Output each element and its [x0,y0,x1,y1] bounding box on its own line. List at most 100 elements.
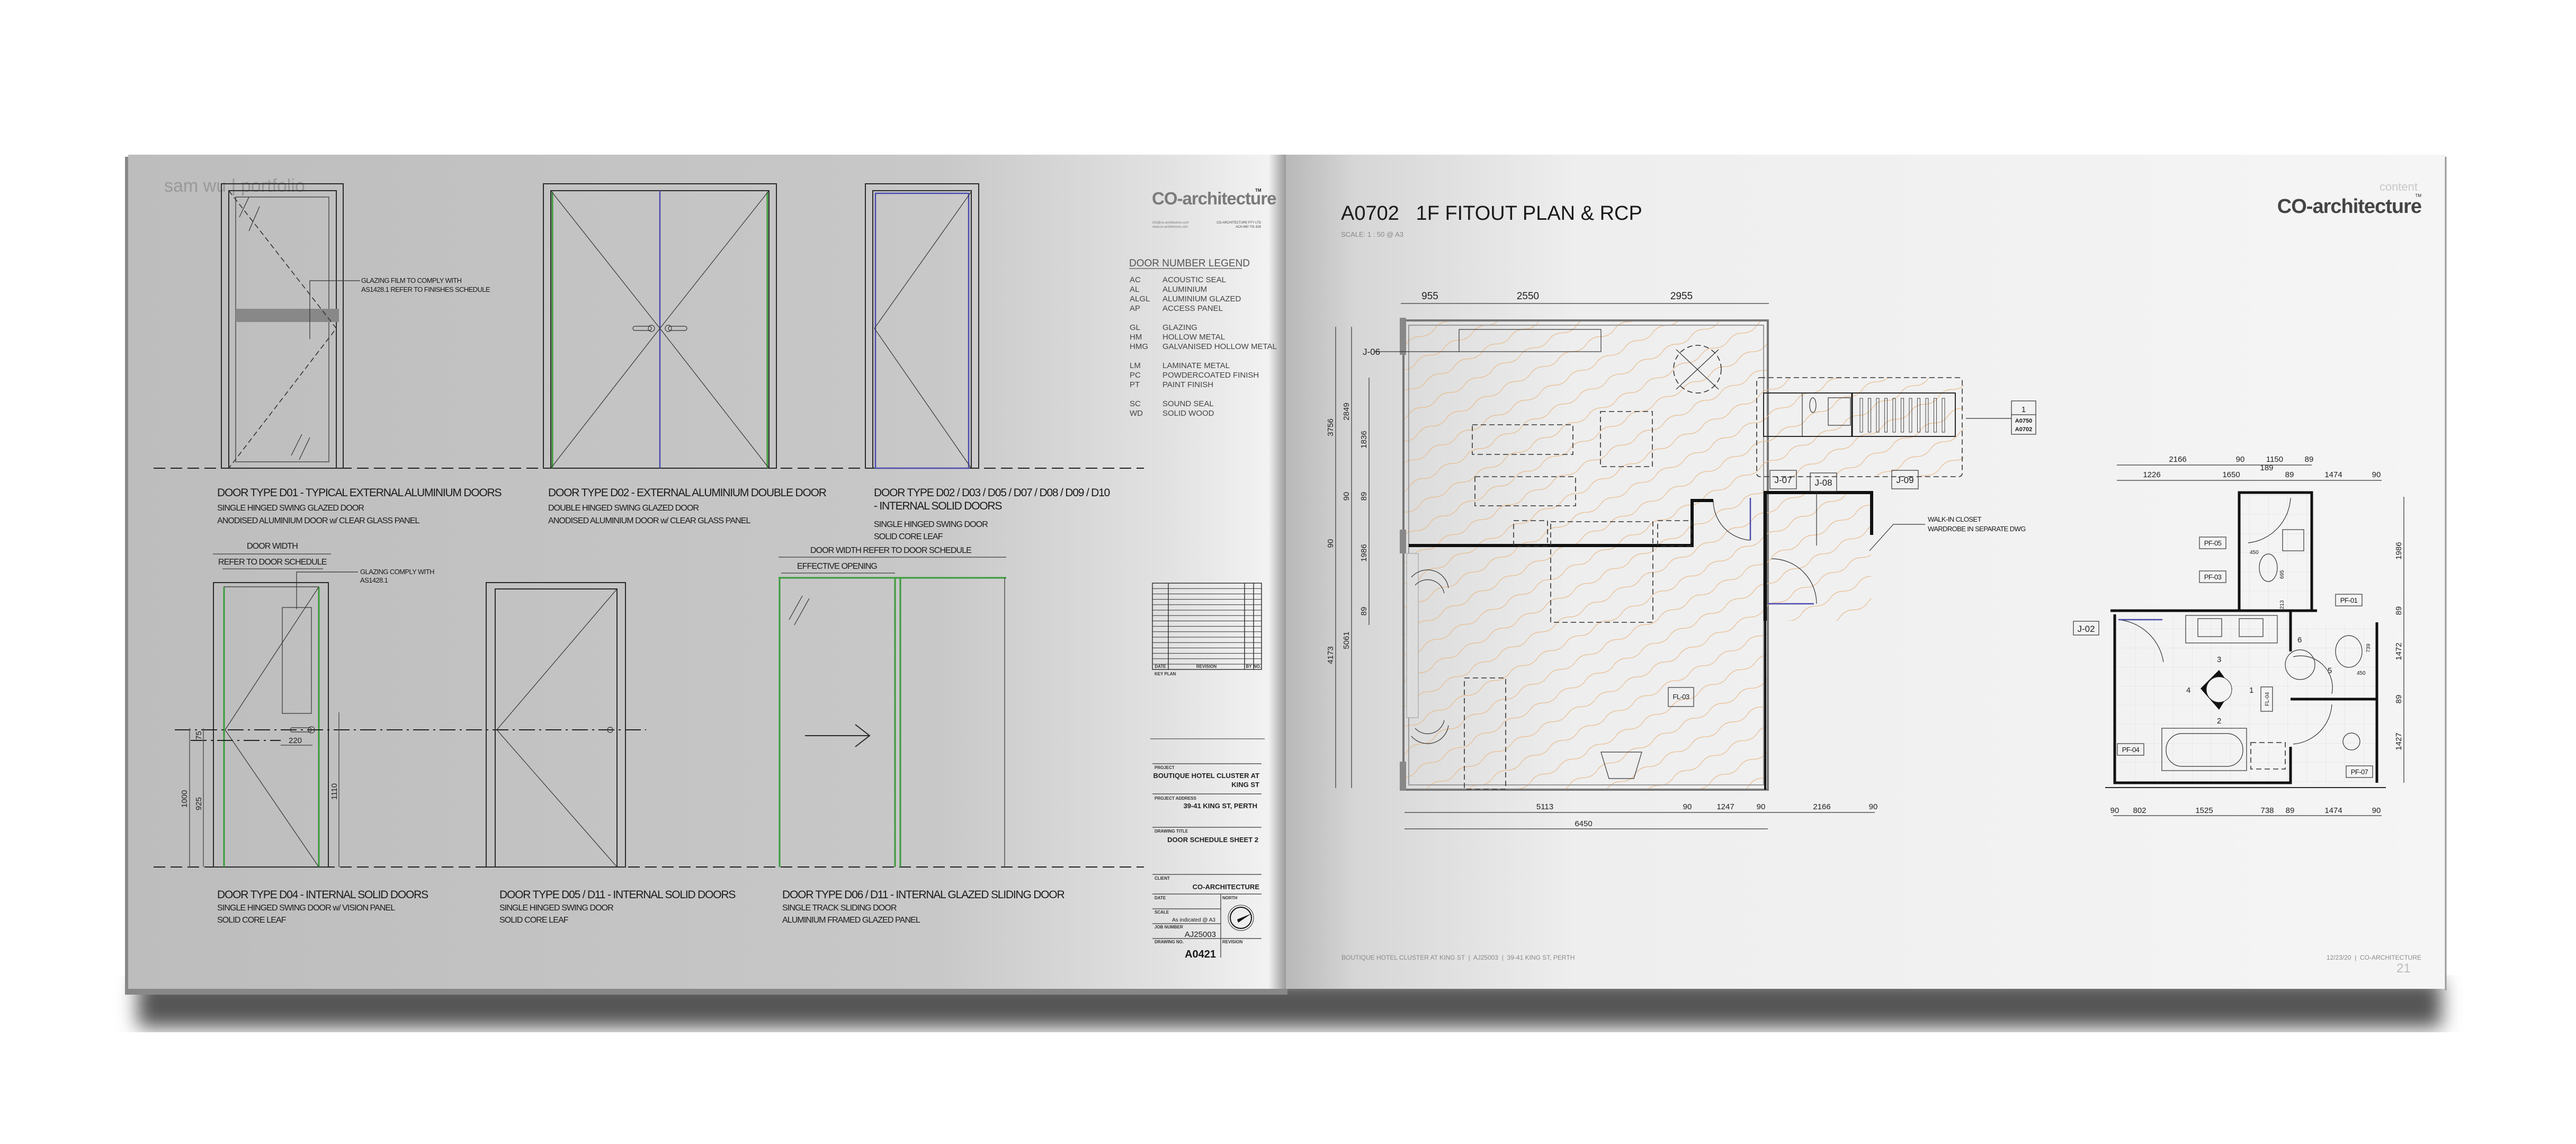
svg-text:A0702: A0702 [2015,426,2032,433]
svg-text:2: 2 [2217,717,2221,726]
svg-text:1: 1 [2022,405,2026,414]
legend-desc: ALUMINIUM GLAZED [1162,294,1241,303]
svg-text:90: 90 [2372,470,2381,479]
svg-text:ANODISED ALUMINIUM DOOR w/ CLE: ANODISED ALUMINIUM DOOR w/ CLEAR GLASS P… [217,516,420,525]
door-caption-d02: DOOR TYPE D02 - EXTERNAL ALUMINIUM DOUBL… [548,487,827,525]
tag-j08: J-08 [1810,472,1837,492]
svg-text:1474: 1474 [2324,470,2342,479]
legend-desc: PAINT FINISH [1162,380,1213,389]
drawing-title: DOOR SCHEDULE SHEET 2 [1167,836,1258,844]
slat [1901,398,1904,433]
svg-text:1836: 1836 [1359,431,1368,448]
svg-text:89: 89 [2394,695,2403,704]
svg-text:89: 89 [1359,607,1368,616]
logo: CO-architecture [1152,189,1276,208]
svg-text:J-08: J-08 [1814,478,1832,488]
svg-text:DOOR TYPE D01 - TYPICAL EXTERN: DOOR TYPE D01 - TYPICAL EXTERNAL ALUMINI… [217,487,502,499]
door-caption-d02-d10: DOOR TYPE D02 / D03 / D05 / D07 / D08 / … [874,487,1111,541]
legend-desc: GLAZING [1162,323,1197,332]
legend-title: DOOR NUMBER LEGEND [1129,258,1250,269]
svg-text:90: 90 [1342,492,1351,501]
svg-text:2955: 2955 [1670,291,1693,302]
legend-desc: POWDERCOATED FINISH [1162,371,1259,380]
svg-text:6: 6 [2297,636,2302,645]
svg-text:3: 3 [2217,655,2221,664]
footer-right: 12/23/20 | CO-ARCHITECTURE [2327,954,2421,961]
svg-text:FL-04: FL-04 [2265,692,2270,707]
brand-logo: CO-architecture [2277,195,2421,218]
door-caption-d01: DOOR TYPE D01 - TYPICAL EXTERNAL ALUMINI… [217,487,503,525]
project-name-2: KING ST [1231,781,1259,789]
slat [1884,398,1888,433]
svg-text:802: 802 [2133,806,2146,815]
legend-desc: ACCESS PANEL [1162,304,1223,313]
svg-text:89: 89 [2394,606,2403,615]
svg-text:NORTH: NORTH [1222,896,1238,900]
svg-text:ANODISED ALUMINIUM DOOR w/ CLE: ANODISED ALUMINIUM DOOR w/ CLEAR GLASS P… [548,516,751,525]
svg-text:DRAWING NO.: DRAWING NO. [1155,940,1184,944]
svg-text:450: 450 [2357,671,2366,676]
legend-code: GL [1130,323,1140,332]
client: CO-ARCHITECTURE [1193,883,1260,891]
contact-web: www.co-architecture.com [1152,226,1188,229]
north-arrow-icon [1228,905,1254,931]
note-glazing-film-1: GLAZING FILM TO COMPLY WITH [361,276,462,284]
svg-text:6450: 6450 [1575,819,1592,828]
door-caption-d04: DOOR TYPE D04 - INTERNAL SOLID DOORS SIN… [217,889,429,925]
svg-text:1: 1 [2249,686,2253,695]
legend-desc: GALVANISED HOLLOW METAL [1162,342,1277,351]
svg-text:2166: 2166 [1813,802,1830,811]
svg-text:1427: 1427 [2394,732,2403,750]
legend-code: SC [1130,399,1141,408]
legend-code: WD [1130,409,1143,418]
tag-j09: J-09 [1891,470,1919,489]
section-marker: 1 A0750 A0702 [1966,400,2036,435]
door-d05-elevation [486,582,626,868]
legend-desc: SOUND SEAL [1162,399,1214,408]
svg-text:PF-01: PF-01 [2340,596,2358,604]
svg-text:DOOR TYPE D04 - INTERNAL SOLID: DOOR TYPE D04 - INTERNAL SOLID DOORS [217,889,428,901]
svg-text:ALUMINIUM FRAMED GLAZED PANEL: ALUMINIUM FRAMED GLAZED PANEL [782,916,920,925]
legend-code: LM [1130,361,1141,370]
door-d02-elevation [543,183,777,469]
svg-text:PROJECT ADDRESS: PROJECT ADDRESS [1155,796,1196,801]
slat [1909,398,1912,433]
legend-code: AP [1130,304,1140,313]
svg-text:J-07: J-07 [1774,475,1792,485]
door-d06-elevation [779,577,1006,867]
svg-text:213: 213 [2279,600,2285,609]
note-door-width-refer: DOOR WIDTH REFER TO DOOR SCHEDULE [810,546,971,555]
svg-text:695: 695 [2279,570,2285,579]
svg-text:- INTERNAL SOLID DOORS: - INTERNAL SOLID DOORS [874,500,1002,512]
svg-text:TM: TM [1255,188,1262,193]
svg-text:90: 90 [1757,802,1766,811]
svg-text:SOLID CORE LEAF: SOLID CORE LEAF [874,532,943,541]
note-glazing-film-2: AS1428.1 REFER TO FINISHES SCHEDULE [361,285,490,293]
trademark: TM [2415,193,2421,198]
svg-text:DATE: DATE [1155,896,1166,900]
svg-text:SINGLE TRACK SLIDING DOOR: SINGLE TRACK SLIDING DOOR [782,904,897,913]
slat [1892,398,1896,433]
title-block: CO-architecture TM info@co-architecture.… [1129,188,1277,960]
svg-text:PF-03: PF-03 [2204,573,2222,581]
dim-d04-925: 925 [194,797,203,810]
footer-left: BOUTIQUE HOTEL CLUSTER AT KING ST | AJ25… [1341,954,1575,961]
svg-text:BY: BY [1246,664,1252,669]
svg-text:1650: 1650 [2222,470,2240,479]
svg-text:REVISION: REVISION [1196,664,1217,669]
svg-text:1150: 1150 [2266,455,2283,464]
svg-text:DOOR TYPE D02 - EXTERNAL ALUMI: DOOR TYPE D02 - EXTERNAL ALUMINIUM DOUBL… [548,487,827,499]
company-name: CO-ARCHITECTURE PTY LTD [1217,221,1261,225]
svg-text:PF-07: PF-07 [2351,768,2368,776]
svg-text:5: 5 [2328,666,2332,675]
slat [1925,398,1929,433]
note-walk-in-closet: WALK-IN CLOSET [1928,515,1982,523]
svg-text:NO.: NO. [1254,664,1261,669]
svg-text:450: 450 [2250,550,2259,556]
door-caption-d06: DOOR TYPE D06 / D11 - INTERNAL GLAZED SL… [782,889,1066,925]
legend-desc: HOLLOW METAL [1162,333,1225,342]
company-acn: ACN 660 701 628 [1236,226,1261,229]
slat [1876,398,1880,433]
svg-text:189: 189 [2260,463,2273,472]
